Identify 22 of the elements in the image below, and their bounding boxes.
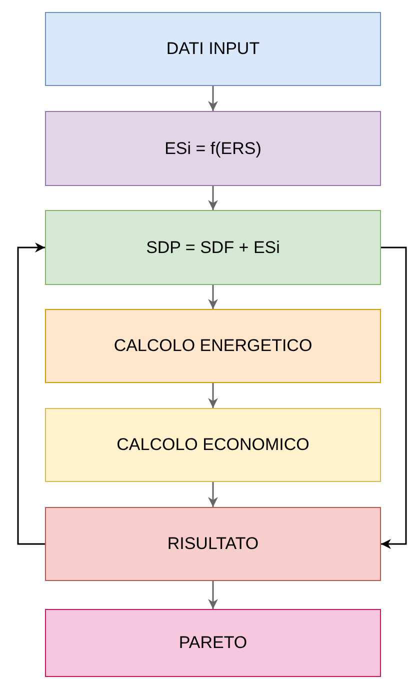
arrow (208, 285, 218, 309)
arrow (208, 186, 218, 210)
process-box (45, 12, 381, 86)
arrow (208, 86, 218, 111)
box-label: CALCOLO ECONOMICO (116, 435, 310, 455)
box-label: PARETO (178, 633, 248, 653)
arrow (17, 242, 45, 545)
box-label: RISULTATO (167, 534, 259, 554)
box-label: ESi = f(ERS) (164, 138, 262, 158)
arrow (381, 246, 407, 549)
process-box (45, 309, 381, 383)
box-label: SDP = SDF + ESi (146, 238, 280, 258)
process-box (45, 609, 381, 677)
arrow (208, 383, 218, 408)
arrow (208, 482, 218, 507)
arrow (208, 581, 218, 609)
process-box (45, 111, 381, 186)
process-box (45, 210, 381, 285)
box-label: CALCOLO ENERGETICO (114, 336, 312, 356)
box-label: DATI INPUT (166, 39, 260, 59)
process-box (45, 408, 381, 482)
process-box (45, 507, 381, 581)
